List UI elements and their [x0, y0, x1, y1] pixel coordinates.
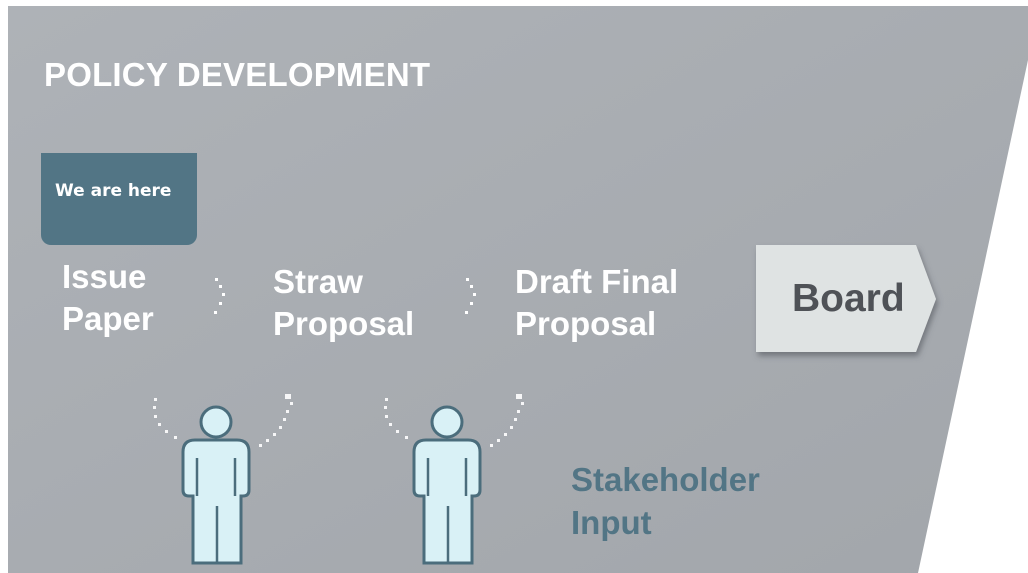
- step-straw-proposal-line1: Straw: [273, 263, 363, 300]
- step-draft-final-proposal-line1: Draft Final: [515, 263, 679, 300]
- step-draft-final-proposal: Draft Final Proposal: [515, 261, 678, 345]
- board-arrow-icon: [756, 245, 936, 352]
- step-straw-proposal-line2: Proposal: [273, 305, 415, 342]
- dotted-connector-icon: [214, 278, 225, 314]
- stakeholder-input-line1: Stakeholder: [571, 461, 760, 498]
- we-are-here-label: We are here: [55, 181, 172, 201]
- stakeholder-input-line2: Input: [571, 504, 652, 541]
- step-draft-final-proposal-line2: Proposal: [515, 305, 657, 342]
- step-straw-proposal: Straw Proposal: [273, 261, 414, 345]
- dotted-connector-icon: [465, 278, 476, 314]
- page-title: POLICY DEVELOPMENT: [44, 56, 431, 93]
- stakeholder-input-label: Stakeholder Input: [571, 458, 760, 544]
- board-label: Board: [792, 277, 905, 320]
- step-issue-paper: Issue Paper: [62, 256, 154, 340]
- we-are-here-badge: We are here: [41, 153, 197, 245]
- step-issue-paper-line1: Issue: [62, 258, 147, 295]
- stakeholder-person-icon: [384, 394, 524, 565]
- stakeholder-person-icon: [153, 394, 293, 565]
- step-issue-paper-line2: Paper: [62, 300, 154, 337]
